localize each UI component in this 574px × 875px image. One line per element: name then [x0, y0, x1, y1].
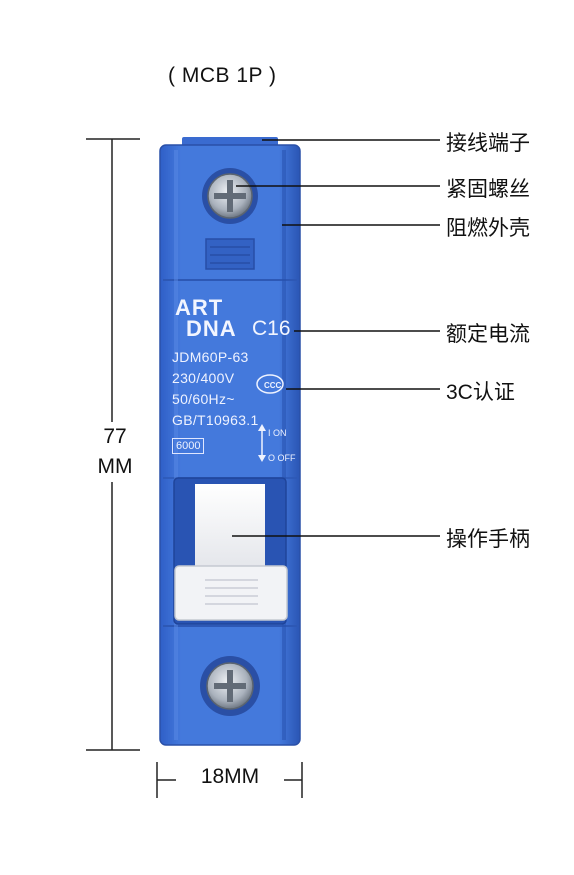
current-rating: C16 — [252, 317, 291, 340]
callout-terminal: 接线端子 — [446, 132, 530, 155]
ccc-cert-icon — [256, 374, 284, 394]
on-label: I ON — [268, 428, 287, 438]
callout-lines — [232, 139, 440, 537]
off-label: O OFF — [268, 453, 296, 463]
callout-screw: 紧固螺丝 — [446, 178, 530, 201]
spec-model: JDM60P-63 — [172, 349, 249, 365]
on-off-arrow-icon — [258, 424, 266, 462]
brand-logo-top: ART — [175, 295, 224, 320]
height-label: 77 MM — [92, 422, 138, 482]
product-title: ( MCB 1P ) — [168, 64, 277, 87]
callout-handle: 操作手柄 — [446, 528, 530, 551]
callout-housing: 阻燃外壳 — [446, 217, 530, 240]
callout-rated-current: 额定电流 — [446, 323, 530, 346]
spec-frequency: 50/60Hz~ — [172, 391, 235, 407]
spec-voltage: 230/400V — [172, 370, 235, 386]
release-slot — [205, 238, 255, 270]
bottom-screw — [200, 656, 260, 716]
callout-3c-cert: 3C认证 — [446, 381, 515, 404]
height-value: 77 — [103, 425, 127, 448]
brand-logo-bottom: DNA — [186, 316, 237, 341]
width-label: 18MM — [200, 765, 260, 788]
spec-standard: GB/T10963.1 — [172, 412, 259, 428]
operating-handle — [173, 477, 288, 625]
top-screw — [202, 168, 258, 224]
height-unit: MM — [97, 455, 133, 478]
breaking-capacity-badge: 6000 — [172, 438, 205, 454]
width-dimension — [156, 762, 303, 798]
ccc-cert-label: CCC — [264, 381, 282, 390]
